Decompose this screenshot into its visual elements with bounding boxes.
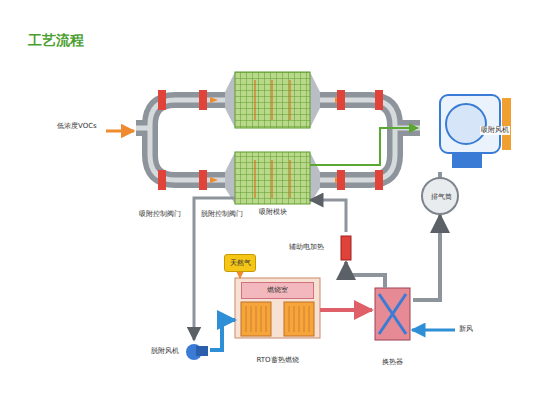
node-text: 换热器: [381, 358, 404, 367]
rto-unit-part: [246, 306, 309, 332]
node-text: 排气筒: [430, 193, 453, 202]
control-valve-part: [199, 170, 207, 190]
main-pipe-part: [150, 100, 235, 180]
text-label: 吸附控制阀门: [138, 210, 182, 219]
pipe-connector: [310, 200, 346, 232]
fan-housing-part: [452, 154, 482, 168]
control-valve-part: [337, 90, 345, 110]
heat-exchanger: [375, 288, 410, 340]
control-valve-part: [158, 90, 166, 110]
inlet-arrow: [106, 131, 134, 132]
fresh-air-arrow: [412, 330, 455, 331]
pipe-connector: [239, 272, 241, 278]
text-label: 新风: [458, 325, 474, 334]
desorption-fan-part: [196, 346, 208, 356]
pipe-connector: [346, 262, 385, 288]
adsorption-module: 吸附模块: [235, 150, 310, 218]
node-text: RTO蓄热燃烧: [255, 356, 299, 365]
control-valve-part: [199, 90, 207, 110]
adsorption-module-part: [310, 72, 320, 128]
control-valve-part: [158, 170, 166, 190]
text-label: 脱附控制阀门: [200, 210, 244, 219]
text-label: 低浓度VOCs: [56, 122, 98, 131]
fan-housing-part: [440, 95, 500, 153]
heat-exchanger-part: [379, 294, 406, 334]
heater-element-part: [341, 236, 351, 260]
desorption-fan-box: 脱附风机: [150, 340, 210, 362]
combustion-chamber: 燃烧室: [241, 282, 314, 299]
heater-box: 辅助电加热: [288, 232, 362, 262]
node-text: 脱附风机: [150, 347, 180, 356]
node-text: 吸附风机: [480, 126, 510, 135]
adsorption-module: [225, 72, 320, 204]
main-pipe-part: [150, 100, 235, 180]
heater-element: [341, 236, 351, 260]
rto-unit: [235, 278, 320, 338]
pipe-connector: [413, 215, 440, 300]
node-text: 吸附模块: [258, 208, 288, 217]
adsorption-module-part: [225, 152, 235, 204]
heat-exchanger-part: [375, 288, 410, 340]
adsorption-module-part: [225, 72, 235, 128]
fan-housing: [440, 95, 511, 168]
flow-arrow-part: [210, 177, 218, 183]
fan-housing-part: [446, 104, 486, 144]
pipe-connector: [210, 320, 235, 350]
node-text: 燃烧室: [266, 286, 289, 295]
pipe-connector: [310, 128, 418, 165]
stack-circle: 排气筒: [421, 177, 459, 215]
pipe-connector: [320, 308, 372, 312]
rto-unit-part: [235, 278, 320, 338]
fan-housing-part: [502, 98, 511, 150]
node-text: 辅助电加热: [288, 243, 325, 252]
fan-box: 吸附风机: [418, 86, 522, 172]
control-valve-part: [375, 170, 383, 190]
adsorption-module-part: [310, 152, 320, 204]
desorption-fan: [186, 344, 208, 360]
main-pipe-part: [310, 100, 395, 180]
node-text: 天然气: [229, 259, 252, 268]
fresh-air-arrow-part: [412, 329, 455, 332]
inlet-arrow-part: [106, 130, 134, 133]
control-valve-part: [337, 170, 345, 190]
control-valve-part: [375, 90, 383, 110]
control-valve: [158, 90, 383, 190]
rto-box: RTO蓄热燃烧燃烧室: [235, 278, 320, 366]
flow-arrow-part: [210, 97, 218, 103]
gas-tank: 天然气: [224, 254, 256, 272]
adsorption-module-part: [255, 80, 290, 198]
exchanger-box: 换热器: [372, 288, 413, 368]
title: 工艺流程: [28, 32, 84, 50]
main-pipe-part: [310, 100, 395, 180]
